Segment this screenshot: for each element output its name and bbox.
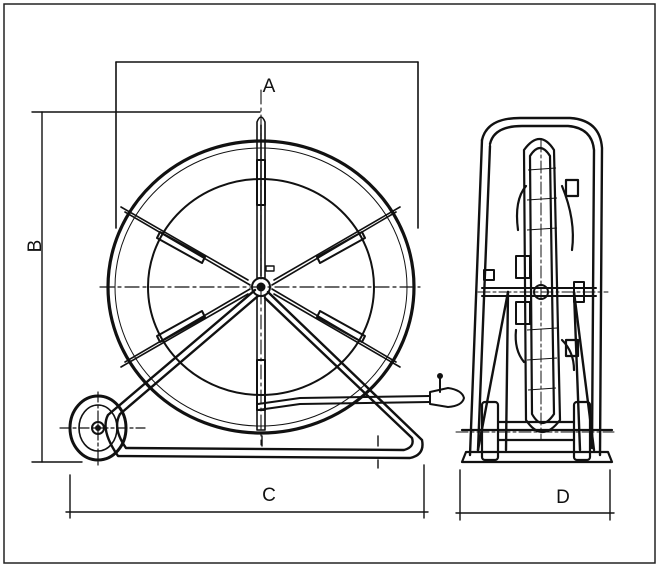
dimension-label-b: B — [25, 240, 46, 253]
dimension-a-box — [115, 61, 419, 229]
dimension-label-a: A — [263, 76, 276, 97]
side-axle — [477, 255, 609, 325]
side-spool-hatching — [526, 167, 558, 391]
dimension-b-line — [31, 111, 261, 463]
stand-wheel — [59, 391, 146, 467]
side-frame — [468, 116, 604, 457]
drawing-border — [3, 3, 656, 564]
hub-brake-tab — [265, 265, 275, 272]
spoke-paddles — [156, 159, 366, 411]
dimension-d-line — [455, 469, 615, 521]
front-view — [31, 61, 465, 519]
reel-handle — [257, 373, 465, 411]
side-base — [455, 400, 615, 464]
reel-hub-axle — [256, 282, 266, 292]
dimension-label-c: C — [262, 485, 276, 506]
dimension-c-line — [65, 464, 429, 519]
side-spool — [514, 137, 580, 441]
a-frame-stand — [104, 288, 424, 460]
side-view — [455, 116, 615, 521]
dimension-label-d: D — [556, 487, 570, 508]
reel-hub — [251, 277, 271, 297]
